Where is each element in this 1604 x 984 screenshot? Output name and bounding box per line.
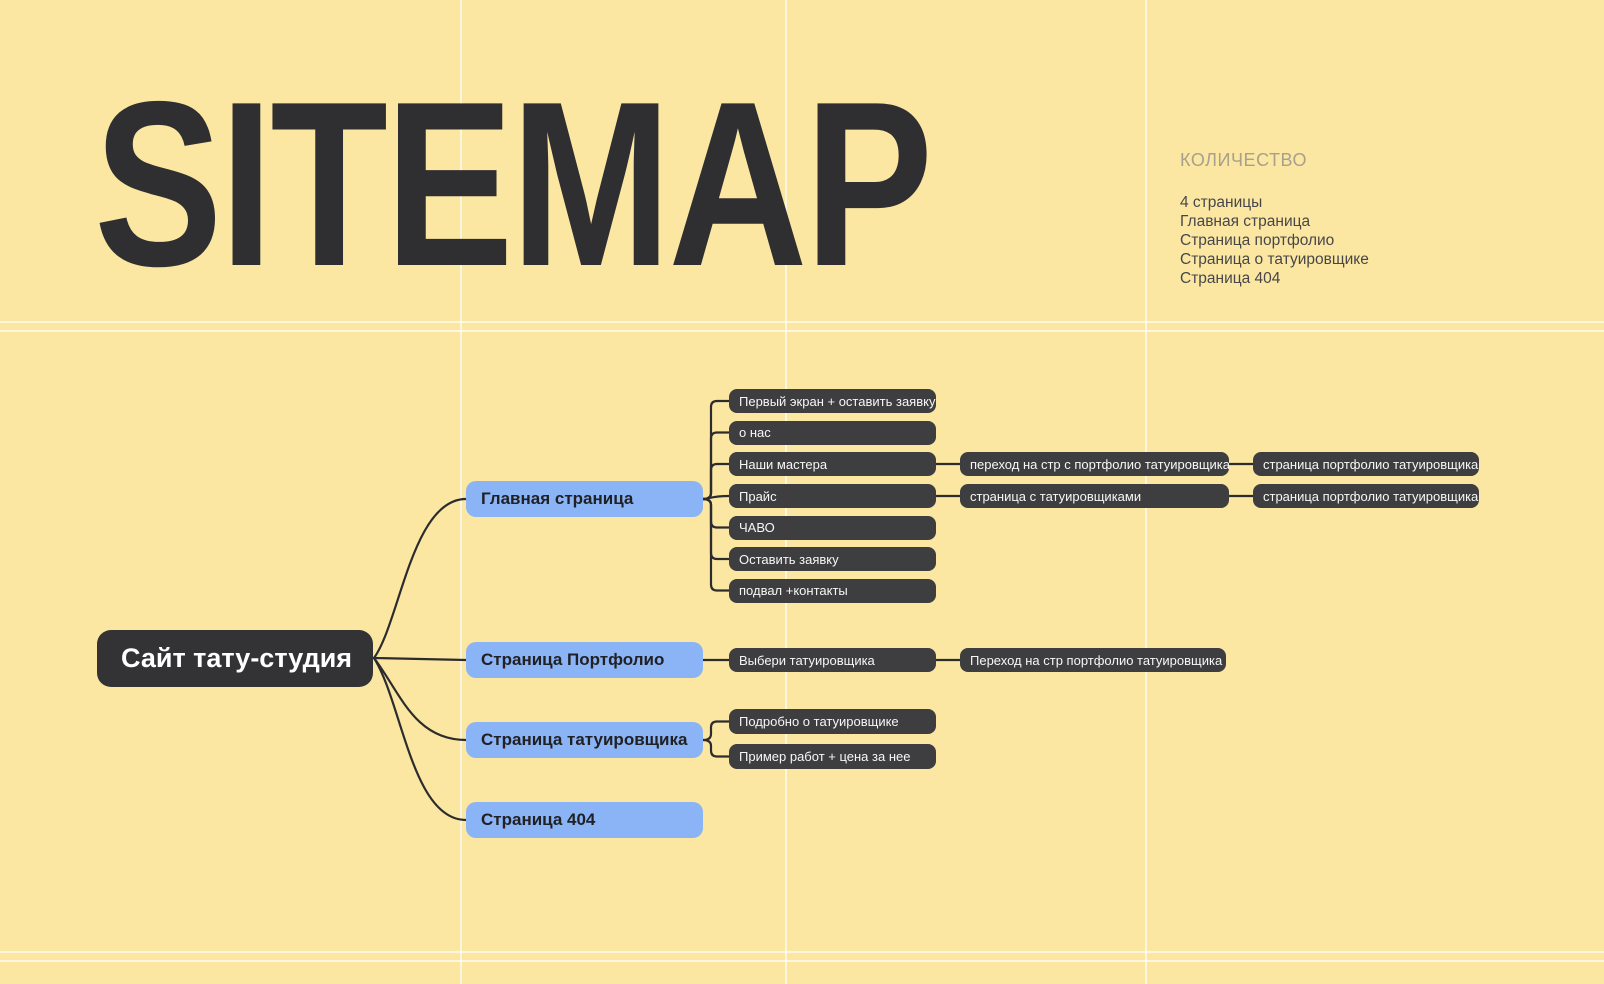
node-first-screen[interactable]: Первый экран + оставить заявку — [729, 389, 936, 413]
node-page-portfolio[interactable]: Страница Портфолио — [466, 642, 703, 678]
node-page-404[interactable]: Страница 404 — [466, 802, 703, 838]
node-goto-artist-portfolio[interactable]: Переход на стр портфолио татуировщика — [960, 648, 1226, 672]
node-label: Выбери татуировщика — [739, 652, 875, 668]
node-label: подвал +контакты — [739, 583, 848, 598]
edge-root-portfolio — [372, 656, 468, 662]
node-price-portfolio-page[interactable]: страница портфолио татуировщика — [1253, 484, 1479, 508]
node-artist-details[interactable]: Подробно о татуировщике — [729, 709, 936, 734]
node-label: Переход на стр портфолио татуировщика — [970, 652, 1223, 668]
node-label: Подробно о татуировщике — [739, 714, 899, 729]
edge-main-child — [701, 431, 731, 501]
edge-root-main — [372, 497, 468, 660]
node-label: ЧАВО — [739, 520, 775, 535]
edge-artist-child — [701, 738, 731, 758]
node-faq[interactable]: ЧАВО — [729, 515, 936, 540]
edge-main-child — [701, 399, 731, 501]
grid-hline — [0, 330, 1604, 332]
edge-root-404 — [372, 656, 468, 822]
node-label: Главная страница — [481, 489, 634, 508]
edge-main-child — [701, 462, 731, 501]
node-our-masters[interactable]: Наши мастера — [729, 452, 936, 476]
grid-hline — [0, 960, 1604, 962]
node-masters-link[interactable]: переход на стр с портфолио татуировщика — [960, 452, 1229, 476]
grid-hline — [0, 951, 1604, 953]
node-footer-contacts[interactable]: подвал +контакты — [729, 578, 936, 603]
node-label: страница портфолио татуировщика — [1263, 488, 1479, 504]
page-title: SITEMAP — [94, 52, 933, 315]
grid-vline — [460, 0, 462, 984]
node-label: о нас — [739, 425, 771, 440]
edge-main-child — [701, 497, 731, 529]
node-label: Пример работ + цена за нее — [739, 749, 911, 764]
node-choose-artist[interactable]: Выбери татуировщика — [729, 648, 936, 672]
edge-main-child — [701, 497, 731, 592]
stats-item: Главная страница — [1180, 213, 1311, 230]
node-label: Оставить заявку — [739, 551, 839, 567]
node-page-main[interactable]: Главная страница — [466, 481, 703, 517]
stats-item: Страница портфолио — [1180, 232, 1335, 249]
node-label: страница с татуировщиками — [970, 488, 1142, 504]
node-label: Первый экран + оставить заявку — [739, 393, 936, 409]
node-label: Страница Портфолио — [481, 650, 665, 669]
edge-main-child — [701, 497, 731, 561]
node-page-artist[interactable]: Страница татуировщика — [466, 722, 703, 758]
node-label: Прайс — [739, 488, 777, 504]
node-label: Страница 404 — [481, 810, 596, 829]
node-artist-works-price[interactable]: Пример работ + цена за нее — [729, 744, 936, 769]
node-label: Сайт тату-студия — [121, 643, 353, 673]
node-label: переход на стр с портфолио татуировщика — [970, 456, 1229, 472]
node-price[interactable]: Прайс — [729, 484, 936, 508]
node-label: Страница татуировщика — [481, 730, 688, 749]
node-price-artists-page[interactable]: страница с татуировщиками — [960, 484, 1229, 508]
edge-root-artist — [372, 656, 468, 742]
stats-item: Страница 404 — [1180, 270, 1281, 287]
node-root-site[interactable]: Сайт тату-студия — [97, 630, 373, 687]
stats-list: 4 страницы Главная страница Страница пор… — [1180, 193, 1369, 288]
node-leave-request[interactable]: Оставить заявку — [729, 547, 936, 571]
grid-hline — [0, 321, 1604, 323]
node-label: Наши мастера — [739, 456, 828, 472]
edge-artist-child — [701, 720, 731, 742]
stats-item: Страница о татуировщике — [1180, 251, 1369, 268]
node-label: страница портфолио татуировщика — [1263, 456, 1479, 472]
node-masters-portfolio-page[interactable]: страница портфолио татуировщика — [1253, 452, 1479, 476]
stats-item: 4 страницы — [1180, 194, 1263, 211]
node-about-us[interactable]: о нас — [729, 420, 936, 445]
stats-heading: КОЛИЧЕСТВО — [1180, 150, 1308, 170]
